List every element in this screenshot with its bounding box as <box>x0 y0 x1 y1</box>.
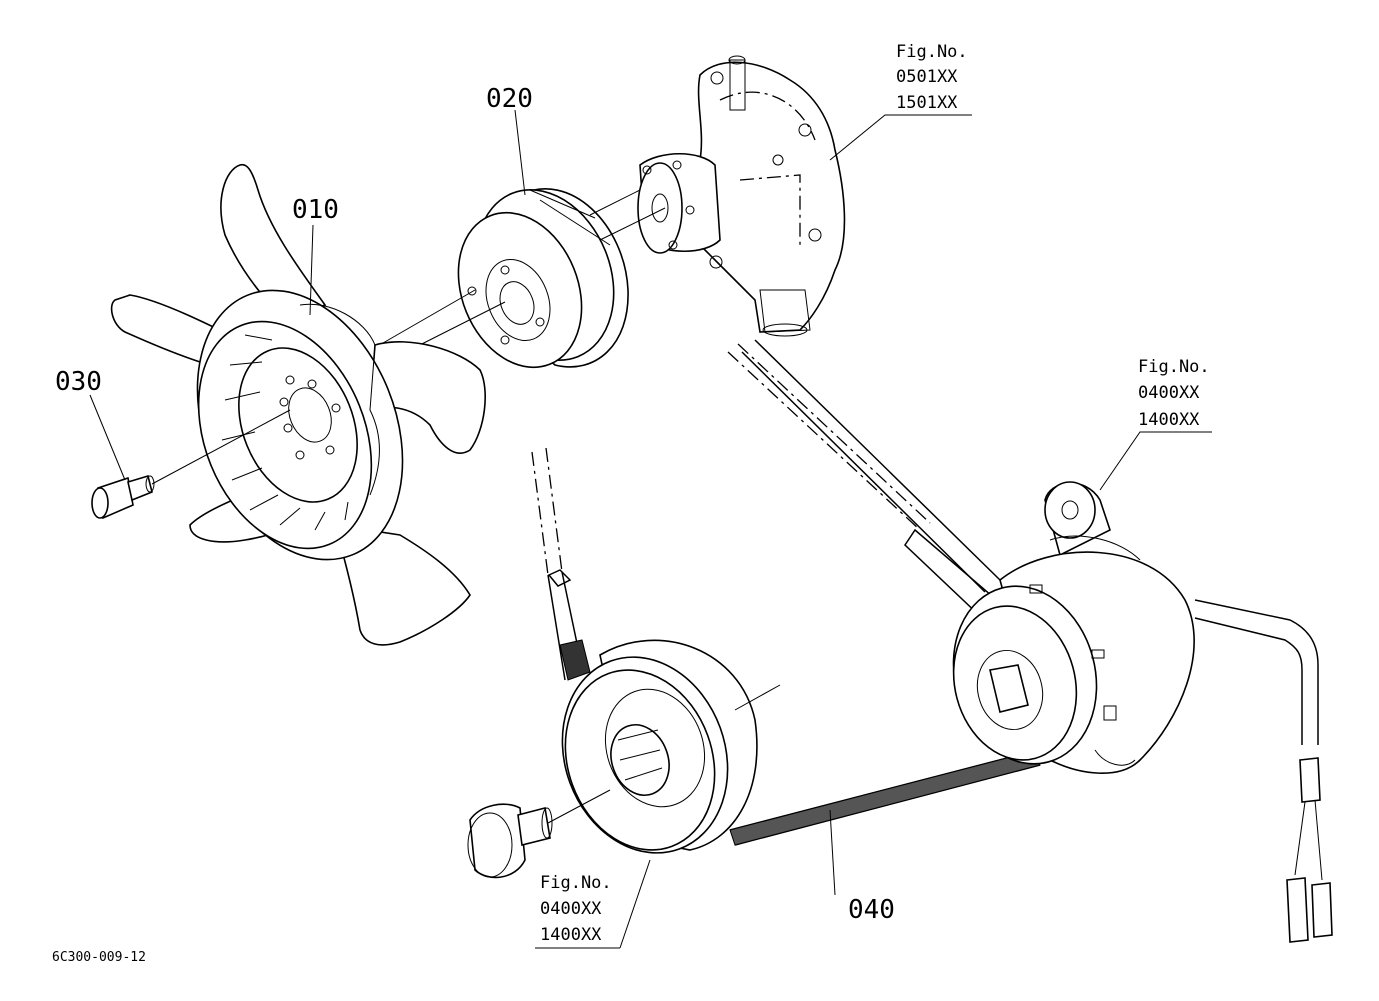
fig-ref-label: Fig.No. <box>540 873 612 893</box>
alternator <box>952 481 1333 943</box>
fig-ref-water-pump: Fig.No. 0501XX 1501XX <box>896 42 968 113</box>
callout-fan: 010 <box>292 195 339 225</box>
fig-ref-line2: 1400XX <box>540 925 602 945</box>
crank-bolt <box>467 789 611 879</box>
fan-bolt <box>91 409 291 520</box>
fig-ref-label: Fig.No. <box>1138 357 1210 377</box>
callout-pulley: 020 <box>486 84 533 114</box>
fig-ref-line1: 0501XX <box>896 67 958 87</box>
fig-ref-line1: 0400XX <box>1138 383 1200 403</box>
drawing-code: 6C300-009-12 <box>52 950 146 965</box>
water-pump <box>637 55 846 337</box>
fig-ref-label: Fig.No. <box>896 42 968 62</box>
fan-axis-line <box>382 289 476 344</box>
fig-ref-line2: 1400XX <box>1138 410 1200 430</box>
cooling-fan <box>110 163 486 646</box>
fig-ref-line1: 0400XX <box>540 899 602 919</box>
fig-ref-crank-pulley: Fig.No. 0400XX 1400XX <box>540 873 612 945</box>
fig-ref-alternator: Fig.No. 0400XX 1400XX <box>1138 357 1210 430</box>
callout-bolt: 030 <box>55 367 102 397</box>
pulley-axis-line <box>599 207 666 241</box>
fig-ref-line2: 1501XX <box>896 93 958 113</box>
water-pump-pulley <box>457 188 629 369</box>
crank-pulley <box>561 639 781 854</box>
callout-belt: 040 <box>848 895 895 925</box>
pulley-axis-line-2 <box>589 189 641 216</box>
leader-lines <box>89 109 1212 949</box>
